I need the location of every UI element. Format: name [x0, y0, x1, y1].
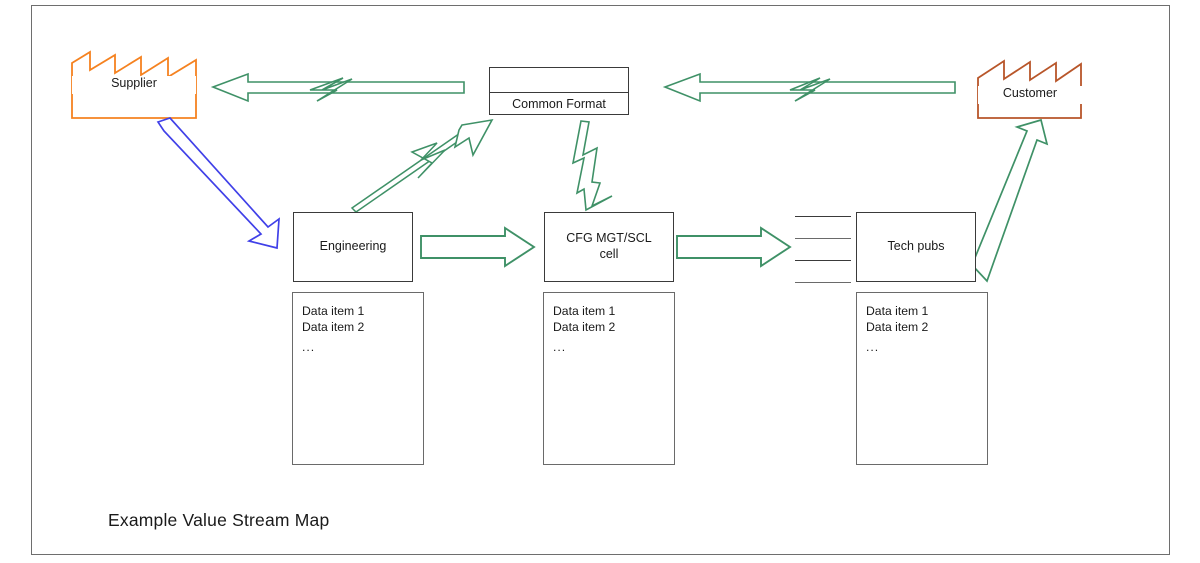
data-item: Data item 1: [553, 304, 616, 318]
inventory-line-3: [795, 260, 851, 261]
process-cfg-line-1: CFG MGT/SCL: [566, 231, 652, 246]
data-box-engineering[interactable]: Data item 1 Data item 2 ...: [292, 292, 424, 465]
inventory-line-4: [795, 282, 851, 283]
inventory-line-1: [795, 216, 851, 217]
data-item: Data item 1: [302, 304, 365, 318]
data-ellipsis: ...: [866, 340, 880, 355]
process-engineering-label: Engineering: [319, 239, 387, 254]
data-box-cfg-mgt-scl-cell[interactable]: Data item 1 Data item 2 ...: [543, 292, 675, 465]
inventory-queue-marks: [795, 216, 851, 283]
data-item: Data item 2: [302, 320, 365, 335]
supplier-entity[interactable]: Supplier: [72, 76, 196, 94]
process-cfg-mgt-scl-cell-label: CFG MGT/SCL cell: [566, 231, 651, 262]
data-ellipsis: ...: [302, 340, 316, 355]
common-format-box[interactable]: Common Format: [489, 67, 629, 115]
process-tech-pubs[interactable]: Tech pubs: [856, 212, 976, 282]
data-item: Data item 2: [866, 320, 929, 335]
process-cfg-mgt-scl-cell[interactable]: CFG MGT/SCL cell: [544, 212, 674, 282]
data-ellipsis: ...: [553, 340, 567, 355]
process-cfg-line-2: cell: [599, 247, 619, 261]
data-box-tech-pubs[interactable]: Data item 1 Data item 2 ...: [856, 292, 988, 465]
diagram-title: Example Value Stream Map: [108, 510, 330, 530]
customer-label: Customer: [1002, 86, 1058, 100]
supplier-label: Supplier: [111, 76, 157, 90]
customer-entity[interactable]: Customer: [978, 86, 1082, 104]
data-item: Data item 2: [553, 320, 616, 335]
inventory-line-2: [795, 238, 851, 239]
process-tech-pubs-label: Tech pubs: [887, 239, 945, 254]
data-item: Data item 1: [866, 304, 929, 318]
process-engineering[interactable]: Engineering: [293, 212, 413, 282]
common-format-label: Common Format: [512, 96, 606, 111]
common-format-header-strip: [490, 68, 628, 93]
